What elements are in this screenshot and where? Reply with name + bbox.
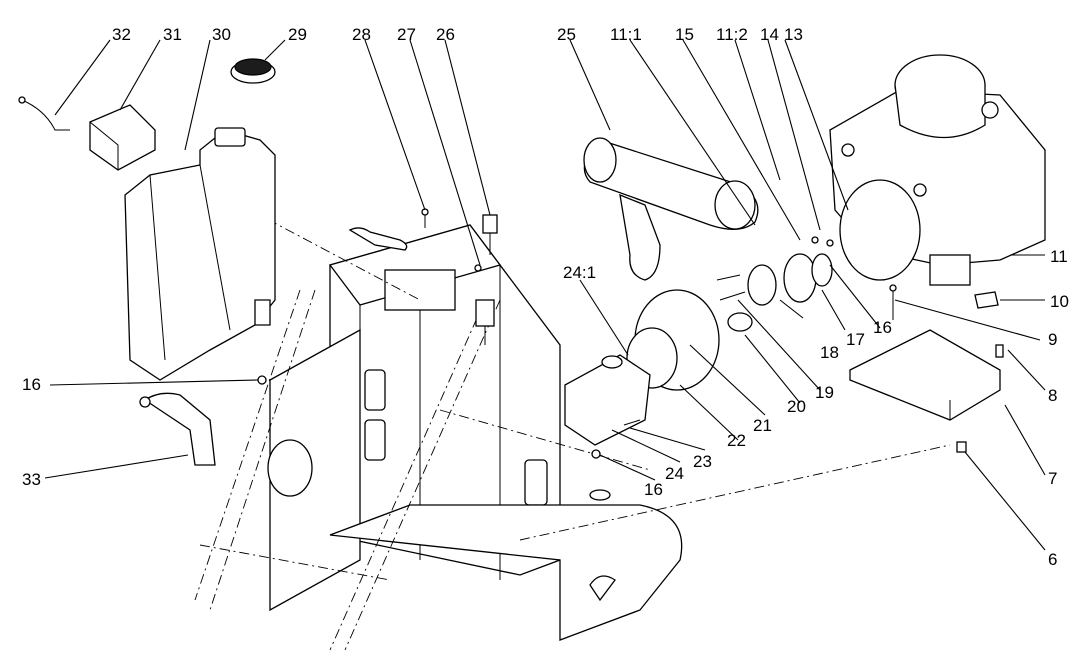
hose — [18, 96, 70, 131]
callout-19: 19 — [815, 383, 834, 402]
callout-21: 21 — [753, 416, 772, 435]
callout-13: 13 — [784, 25, 803, 44]
leader-lines — [44, 39, 1046, 551]
callout-8: 8 — [1048, 386, 1058, 405]
callout-11: 11 — [1050, 247, 1068, 266]
callout-9: 9 — [1048, 330, 1058, 349]
coupling-parts — [716, 236, 834, 332]
callout-26: 26 — [436, 25, 455, 44]
callout-25: 25 — [557, 25, 576, 44]
callout-24: 24 — [665, 464, 684, 483]
engine-plate — [849, 329, 1001, 421]
engine — [829, 54, 1046, 286]
callout-30: 30 — [212, 25, 231, 44]
callout-24-1: 24:1 — [563, 263, 597, 282]
callout-17: 17 — [846, 330, 865, 349]
callout-32: 32 — [112, 25, 131, 44]
callout-11-1: 11:1 — [610, 25, 642, 44]
callout-31: 31 — [163, 25, 182, 44]
bolts-and-nuts — [257, 284, 1004, 459]
callout-22: 22 — [727, 431, 746, 450]
fuel-cap — [230, 58, 276, 84]
callout-16-center: 16 — [644, 480, 663, 499]
screw — [421, 208, 482, 272]
callout-10: 10 — [1050, 292, 1069, 311]
callout-33: 33 — [22, 470, 41, 489]
callout-15: 15 — [675, 25, 694, 44]
tank-bracket — [89, 104, 156, 171]
callout-16-engine: 16 — [873, 318, 892, 337]
callout-11-2: 11:2 — [716, 25, 748, 44]
callout-28: 28 — [352, 25, 371, 44]
callout-27: 27 — [397, 25, 416, 44]
switch-assembly — [475, 214, 498, 345]
pump-assembly — [564, 289, 720, 446]
callout-16-left: 16 — [22, 375, 41, 394]
callout-18: 18 — [820, 343, 839, 362]
callout-23: 23 — [693, 452, 712, 471]
callout-7: 7 — [1048, 469, 1058, 488]
callout-20: 20 — [787, 397, 806, 416]
callout-6: 6 — [1048, 550, 1058, 569]
handle-bracket — [139, 392, 216, 466]
fuel-tank — [124, 127, 276, 381]
callout-29: 29 — [288, 25, 307, 44]
muffler — [583, 137, 759, 281]
chassis-frame — [194, 209, 951, 651]
callout-14: 14 — [760, 25, 779, 44]
